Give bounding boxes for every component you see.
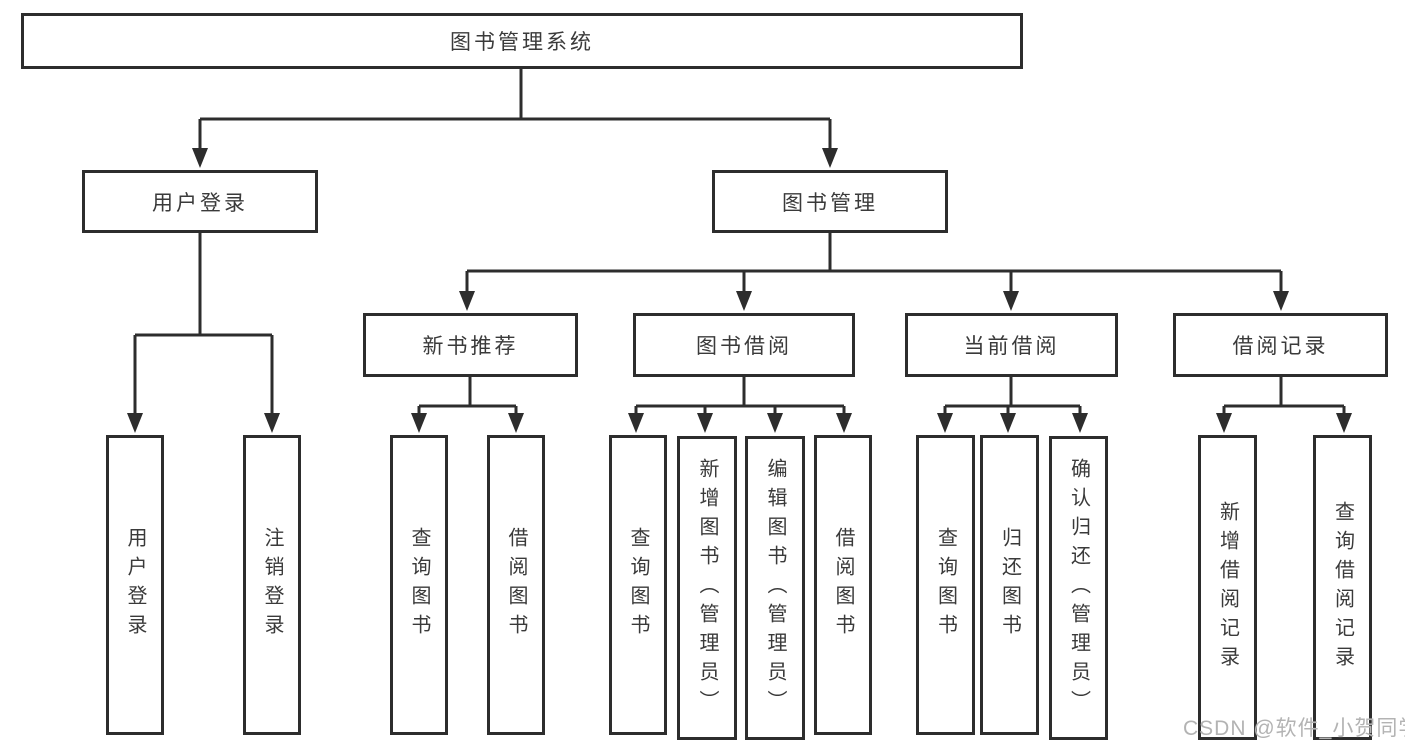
- leaf-return-books-label: 归还图书: [998, 527, 1021, 643]
- node-root-label: 图书管理系统: [450, 31, 594, 54]
- leaf-query-books-borrowing: 查询图书: [609, 435, 667, 735]
- leaf-return-books: 归还图书: [980, 435, 1039, 735]
- csdn-watermark: CSDN @软件_小贺同学: [1183, 717, 1405, 740]
- leaf-edit-books-admin-label: 编辑图书（管理员）: [764, 457, 786, 719]
- node-user-login-label: 用户登录: [152, 191, 248, 215]
- node-book-management-label: 图书管理: [782, 191, 878, 215]
- node-book-borrowing: 图书借阅: [633, 313, 855, 377]
- node-user-login: 用户登录: [82, 170, 318, 233]
- leaf-confirm-return-admin: 确认归还（管理员）: [1049, 436, 1108, 740]
- leaf-query-books-current-label: 查询图书: [934, 527, 957, 643]
- leaf-borrow-books-recommend: 借阅图书: [487, 435, 545, 735]
- node-new-book-recommend-label: 新书推荐: [422, 335, 519, 358]
- node-current-borrowing-label: 当前借阅: [963, 335, 1060, 358]
- node-current-borrowing: 当前借阅: [905, 313, 1118, 377]
- leaf-query-borrow-record-label: 查询借阅记录: [1331, 500, 1354, 675]
- node-root: 图书管理系统: [21, 13, 1023, 69]
- leaf-borrow-books-borrowing: 借阅图书: [814, 435, 872, 735]
- leaf-edit-books-admin: 编辑图书（管理员）: [745, 436, 805, 740]
- node-book-borrowing-label: 图书借阅: [696, 335, 792, 358]
- connector-path: [133, 69, 1346, 414]
- leaf-add-borrow-record-label: 新增借阅记录: [1216, 500, 1239, 675]
- leaf-user-login: 用户登录: [106, 435, 164, 735]
- leaf-query-books-current: 查询图书: [916, 435, 975, 735]
- leaf-query-books-borrowing-label: 查询图书: [627, 527, 649, 643]
- leaf-logout: 注销登录: [243, 435, 301, 735]
- leaf-user-login-label: 用户登录: [124, 527, 146, 643]
- leaf-query-books-recommend: 查询图书: [390, 435, 448, 735]
- node-borrowing-records: 借阅记录: [1173, 313, 1388, 377]
- leaf-add-borrow-record: 新增借阅记录: [1198, 435, 1257, 740]
- leaf-add-books-admin-label: 新增图书（管理员）: [696, 457, 718, 719]
- leaf-borrow-books-borrowing-label: 借阅图书: [832, 527, 854, 643]
- node-borrowing-records-label: 借阅记录: [1232, 335, 1329, 358]
- leaf-query-borrow-record: 查询借阅记录: [1313, 435, 1372, 740]
- leaf-confirm-return-admin-label: 确认归还（管理员）: [1067, 457, 1090, 719]
- leaf-query-books-recommend-label: 查询图书: [408, 527, 430, 643]
- leaf-borrow-books-recommend-label: 借阅图书: [505, 527, 527, 643]
- leaf-add-books-admin: 新增图书（管理员）: [677, 436, 737, 740]
- node-new-book-recommend: 新书推荐: [363, 313, 578, 377]
- leaf-logout-label: 注销登录: [261, 527, 283, 643]
- arrowheads: [127, 148, 1352, 433]
- node-book-management: 图书管理: [712, 170, 948, 233]
